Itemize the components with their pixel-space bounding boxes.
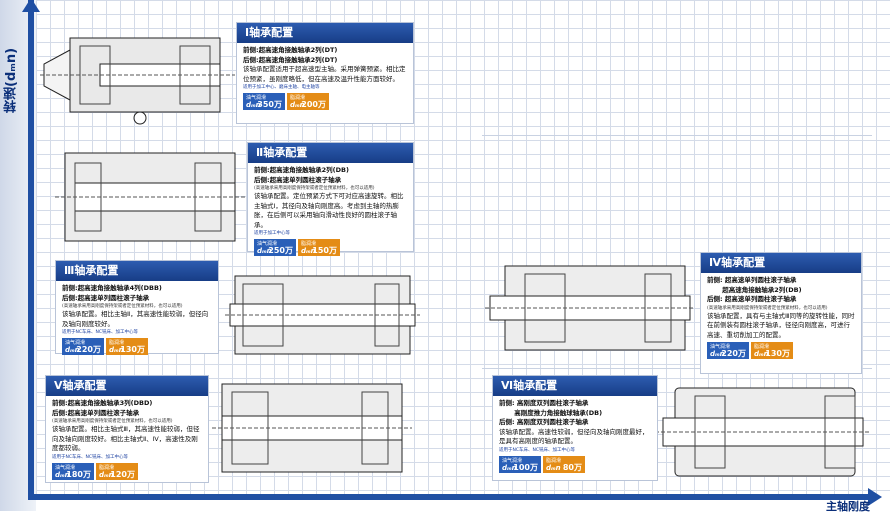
spindle-drawing-5 bbox=[212, 383, 412, 473]
config-description: 该轴承配置。相比主轴Ⅱ，其高速性能较弱，但径向及轴向刚度较好。 bbox=[62, 310, 209, 328]
config-panel-3: Ⅲ轴承配置 前侧:超高速角接触轴承4列(DBB) 后侧:超高速单列圆柱滚子轴承 … bbox=[55, 260, 219, 355]
config-panel-2: Ⅱ轴承配置 前侧:超高速角接触轴承2列(DB) 后侧:超高速单列圆柱滚子轴承 (… bbox=[247, 142, 414, 256]
config-title: Ⅵ轴承配置 bbox=[493, 376, 657, 396]
front-bearing-line: 前侧: 超高速单列圆柱滚子轴承 bbox=[707, 276, 797, 284]
config-title: Ⅰ轴承配置 bbox=[237, 23, 413, 43]
spindle-drawing-6 bbox=[655, 387, 870, 477]
spindle-drawing-3 bbox=[225, 275, 420, 355]
front-bearing-line: 前侧: 高刚度双列圆柱滚子轴承 bbox=[499, 399, 589, 407]
front-bearing-line-2: 超高速角接触轴承2列(DB) bbox=[707, 285, 802, 294]
rear-bearing-line: 后侧: 超高速单列圆柱滚子轴承 bbox=[707, 295, 797, 303]
config-description: 该轴承配置。高速性较弱，但径向及轴向刚度最好，是具有高刚度的轴承配置。 bbox=[499, 427, 649, 446]
config-title: Ⅴ轴承配置 bbox=[46, 376, 208, 396]
config-panel-4: Ⅳ轴承配置 前侧: 超高速单列圆柱滚子轴承 超高速角接触轴承2列(DB) 后侧:… bbox=[700, 252, 862, 374]
rear-bearing-line: 后侧:超高速单列圆柱滚子轴承 bbox=[52, 408, 140, 417]
config-note: (高速轴承采用高刚度保持架或者定位预紧材料，也可以适用) bbox=[62, 304, 183, 309]
x-axis-label: 主轴刚度 bbox=[826, 500, 870, 513]
spindle-drawing-1 bbox=[40, 37, 235, 125]
config-note: (高速轴承采用高刚度保持架或者定位预紧材料，也可以适用) bbox=[52, 419, 173, 424]
divider-line bbox=[482, 135, 872, 136]
config-panel-5: Ⅴ轴承配置 前侧:超高速角接触轴承3列(DBD) 后侧:超高速单列圆柱滚子轴承 … bbox=[45, 375, 209, 483]
rear-bearing-line: 后侧: 高刚度双列圆柱滚子轴承 bbox=[499, 418, 589, 426]
front-bearing-line: 前侧:超高速角接触轴承4列(DBB) bbox=[62, 284, 162, 292]
application-note: 适用于NC车床、NC铣床、加工中心等 bbox=[499, 447, 576, 453]
config-note: (高速轴承采用高刚度保持架或者定位预紧材料，也可以适用) bbox=[707, 305, 828, 311]
config-description: 该轴承配置。相比主轴式Ⅲ，其高速性能较弱，但径向及轴向刚度较好。相比主轴式Ⅱ、Ⅳ… bbox=[52, 425, 200, 452]
application-note: 适用于加工中心等 bbox=[254, 231, 290, 236]
config-title: Ⅱ轴承配置 bbox=[248, 143, 413, 163]
rear-bearing-line: 后侧:超高速角接触轴承2列(DT) bbox=[243, 55, 338, 64]
front-bearing-line: 前侧:超高速角接触轴承2列(DT) bbox=[243, 46, 338, 54]
config-description: 该轴承配置。定位预紧方式下可对应高速旋转。相比主轴式Ⅰ，其径向及轴向刚度高。考虑… bbox=[254, 192, 404, 229]
front-bearing-line: 前侧:超高速角接触轴承2列(DB) bbox=[254, 166, 349, 174]
rear-bearing-line: 后侧:超高速单列圆柱滚子轴承 bbox=[62, 293, 150, 302]
config-panel-6: Ⅵ轴承配置 前侧: 高刚度双列圆柱滚子轴承 高刚度推力角接触球轴承(DB) 后侧… bbox=[492, 375, 658, 481]
config-description: 该轴承配置适用于超高速型主轴。采用弹簧预紧。相比定位预紧，虽刚度略低，但在高速及… bbox=[243, 65, 406, 83]
spindle-drawing-4 bbox=[485, 265, 695, 351]
application-note: 适用于NC车床、NC铣床、加工中心等 bbox=[62, 330, 139, 335]
front-bearing-line: 前侧:超高速角接触轴承3列(DBD) bbox=[52, 399, 153, 407]
x-axis-arrow bbox=[28, 488, 882, 506]
config-title: Ⅲ轴承配置 bbox=[56, 261, 218, 281]
y-axis-label: 转速(dₘn) bbox=[4, 47, 19, 113]
divider-line bbox=[482, 368, 872, 369]
spindle-drawing-2 bbox=[55, 152, 245, 242]
config-title: Ⅳ轴承配置 bbox=[701, 253, 861, 273]
front-bearing-line-2: 高刚度推力角接触球轴承(DB) bbox=[499, 408, 603, 417]
application-note: 适用于加工中心、磨床主轴、电主轴等 bbox=[243, 85, 320, 90]
application-note: 适用于NC车床、NC铣床、加工中心等 bbox=[52, 454, 129, 460]
config-description: 该轴承配置，具有与主轴式Ⅲ同等的旋转性能，同时在前侧装有圆柱滚子轴承，径径向刚度… bbox=[707, 311, 855, 339]
config-panel-1: Ⅰ轴承配置 前侧:超高速角接触轴承2列(DT) 后侧:超高速角接触轴承2列(DT… bbox=[236, 22, 414, 124]
y-axis-arrow bbox=[22, 0, 40, 500]
config-note: (高速轴承采用高刚度保持架或者定位预紧材料，也可以适用) bbox=[254, 186, 375, 191]
rear-bearing-line: 后侧:超高速单列圆柱滚子轴承 bbox=[254, 175, 342, 184]
